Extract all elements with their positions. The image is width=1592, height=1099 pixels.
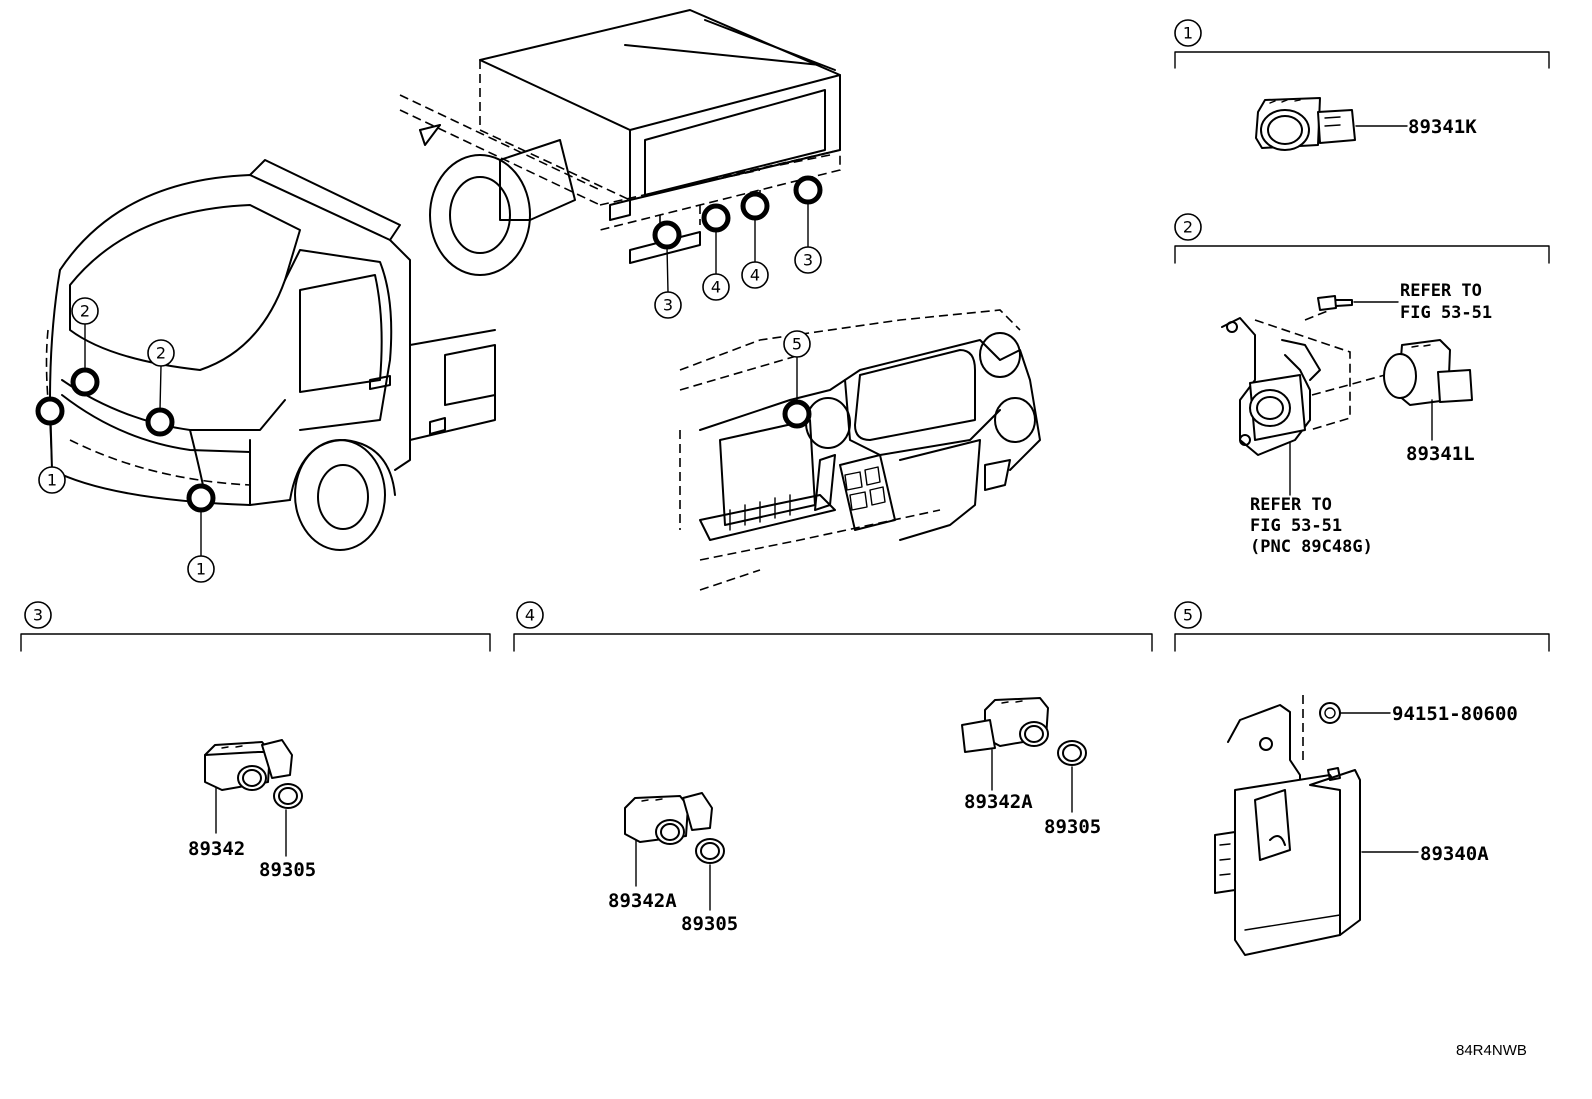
control-unit-89340A-drawing: [1214, 704, 1361, 956]
illustration-callouts: 1 2 2 1 3 4 4 3 5: [38, 246, 822, 583]
sensor-89341K-drawing: [1255, 97, 1356, 151]
diagram-code: 84R4NWB: [1456, 1042, 1527, 1059]
truck-rear-illustration: [399, 9, 841, 276]
section-4-number: 4: [525, 606, 535, 625]
callout-3-rear-left: 3: [663, 296, 673, 315]
section-5: 5 94151-80600 89340A: [1174, 601, 1550, 956]
note-fig-top: FIG 53-51: [1400, 303, 1492, 323]
section-2-number: 2: [1183, 218, 1193, 237]
callout-1-front-left: 1: [47, 471, 57, 490]
sensor-markers: [35, 175, 823, 513]
part-number-89305-s4-left: 89305: [681, 913, 738, 935]
sensor-89342A-left-drawing: [624, 792, 713, 845]
nut-drawing: [1319, 702, 1341, 724]
sensor-marker-rear-left-corner: [652, 220, 682, 250]
part-number-89305-s3: 89305: [259, 859, 316, 881]
sensor-marker-rear-left: [701, 203, 731, 233]
section-1-number: 1: [1183, 24, 1193, 43]
part-number-89342A-right: 89342A: [964, 791, 1033, 813]
callout-1-front-right: 1: [196, 560, 206, 579]
section-4: 4 89342A 89305 89342: [513, 601, 1153, 935]
part-number-89341L: 89341L: [1406, 443, 1475, 465]
ring-89305-s3: [273, 783, 303, 809]
section-2: 2 REFER TO FIG 53-51 89341L: [1174, 213, 1550, 557]
sensor-marker-dash: [782, 399, 812, 429]
note-refer-to-bottom: REFER TO: [1250, 495, 1332, 515]
part-number-89342A-left: 89342A: [608, 890, 677, 912]
callout-4-rear-right: 4: [750, 266, 760, 285]
sensor-marker-front-right-corner: [186, 483, 216, 513]
section-5-number: 5: [1183, 606, 1193, 625]
bracket-89341L-drawing: [1221, 317, 1321, 456]
section-3: 3 89342 89305: [20, 601, 491, 881]
sensor-marker-front-left-corner: [35, 396, 65, 426]
ring-89305-s4-right: [1057, 740, 1087, 766]
sensor-marker-front-center: [145, 407, 175, 437]
callout-2-front-left: 2: [80, 302, 90, 321]
truck-cab-illustration: [45, 159, 496, 551]
bolt-drawing: [1317, 295, 1353, 311]
callout-4-rear-left: 4: [711, 278, 721, 297]
sensor-marker-front-left: [70, 367, 100, 397]
dashboard-illustration: [679, 309, 1041, 591]
callout-leaders: [49, 201, 809, 557]
sensor-marker-rear-right-corner: [793, 175, 823, 205]
sensor-marker-rear-right: [740, 191, 770, 221]
note-pnc: (PNC 89C48G): [1250, 537, 1373, 557]
sensor-89342A-right-drawing: [961, 697, 1049, 753]
part-number-89342: 89342: [188, 838, 245, 860]
part-number-89340A: 89340A: [1420, 843, 1489, 865]
sensor-89342-drawing: [204, 739, 293, 791]
ring-89305-s4-left: [695, 838, 725, 864]
callout-5-dash: 5: [792, 335, 802, 354]
part-number-89305-s4-right: 89305: [1044, 816, 1101, 838]
section-1: 1 89341K: [1174, 19, 1550, 151]
part-number-89341K: 89341K: [1408, 116, 1477, 138]
note-fig-bottom: FIG 53-51: [1250, 516, 1342, 536]
callout-2-front-center: 2: [156, 344, 166, 363]
note-refer-to-top: REFER TO: [1400, 281, 1482, 301]
callout-3-rear-right: 3: [803, 251, 813, 270]
part-number-94151-80600: 94151-80600: [1392, 703, 1518, 725]
sensor-89341L-drawing: [1383, 339, 1473, 406]
section-3-number: 3: [33, 606, 43, 625]
